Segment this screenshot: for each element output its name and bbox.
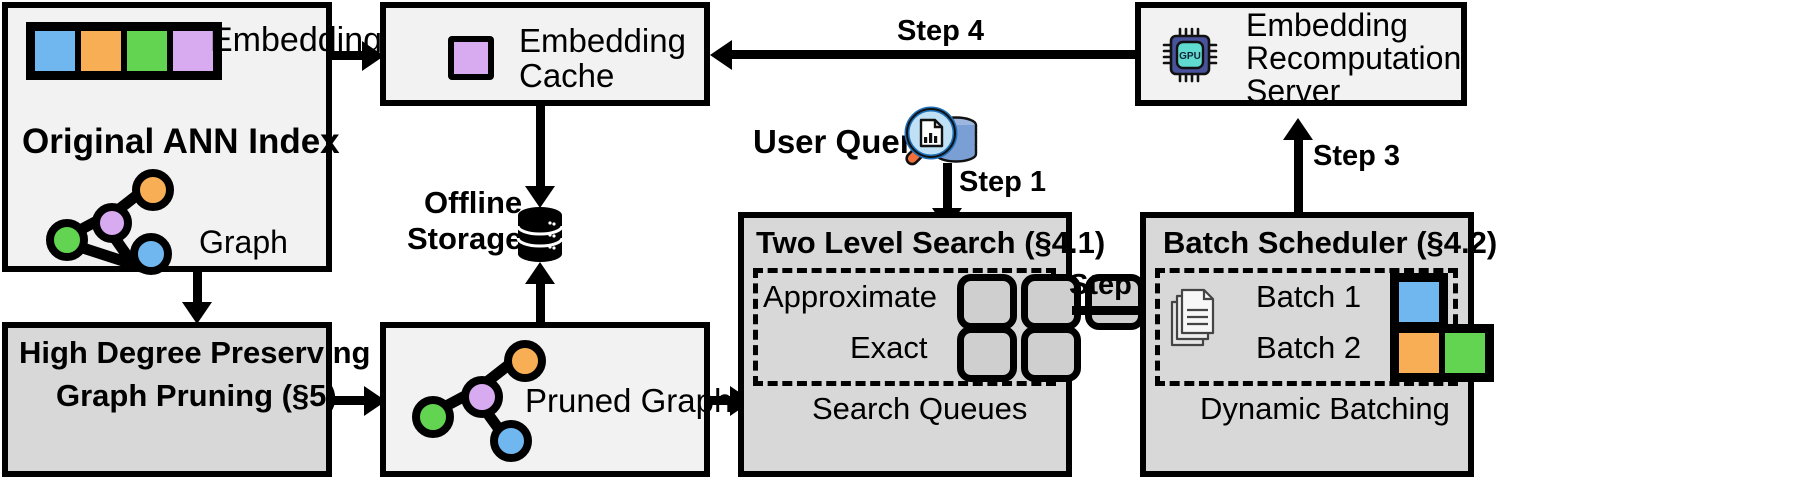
recompute-server-line2: Recomputation	[1246, 40, 1462, 76]
arrow-index-to-cache-line	[332, 51, 366, 60]
pruned-graph-label: Pruned Graph	[525, 382, 733, 419]
batch1-swatch-row	[1390, 273, 1448, 331]
search-row-approximate-label: Approximate	[763, 279, 938, 314]
arrow-index-to-pruning-line	[193, 272, 202, 306]
arrow-step4-head	[710, 40, 732, 70]
step4-label: Step 4	[897, 15, 985, 47]
arrow-step4-line	[730, 50, 1135, 59]
pruned-node-blue	[490, 420, 532, 462]
original-graph-figure	[40, 165, 190, 275]
arrow-pruning-to-pruned-line	[332, 396, 368, 405]
documents-icon	[1169, 288, 1219, 350]
embedding-swatch-green	[124, 28, 170, 74]
recompute-server-line3: Server	[1246, 73, 1341, 109]
search-row-approximate-slots	[957, 274, 1145, 330]
graph-label: Graph	[199, 224, 288, 260]
query-search-database-icon	[903, 104, 981, 174]
pruned-node-orange	[504, 340, 546, 382]
step1-label: Step 1	[959, 166, 1047, 198]
recompute-server-line1: Embedding	[1246, 7, 1408, 43]
batch2-swatch-orange	[1396, 330, 1442, 376]
recompute-server-box	[1135, 2, 1467, 106]
queue-slot[interactable]	[1021, 326, 1081, 382]
queue-slot[interactable]	[957, 326, 1017, 382]
search-queues-footer: Search Queues	[812, 391, 1028, 426]
embedding-swatch-row	[26, 22, 222, 80]
arrow-step3-head	[1283, 118, 1313, 140]
step3-label: Step 3	[1313, 140, 1401, 172]
batch-scheduler-title: Batch Scheduler (§4.2)	[1163, 225, 1498, 260]
dynamic-batching-footer: Dynamic Batching	[1200, 391, 1450, 426]
batch2-swatch-green	[1442, 330, 1488, 376]
original-ann-index-title: Original ANN Index	[22, 122, 340, 161]
search-row-exact-label: Exact	[850, 330, 928, 365]
arrow-step3-line	[1294, 130, 1303, 212]
batch2-label: Batch 2	[1256, 330, 1362, 365]
arrow-cache-to-storage-head	[525, 186, 555, 208]
embedding-swatch-purple	[170, 28, 216, 74]
graph-pruning-line2: Graph Pruning (§5)	[56, 378, 337, 413]
pruned-node-purple	[461, 376, 503, 418]
gpu-icon-text: GPU	[1179, 51, 1201, 62]
database-icon	[516, 206, 564, 262]
batch1-swatch-blue	[1396, 279, 1442, 325]
gpu-chip-icon: GPU	[1162, 27, 1218, 83]
embedding-swatch-blue	[32, 28, 78, 74]
arrow-step1-line	[943, 163, 952, 213]
original-graph-node-green	[46, 219, 88, 261]
search-row-exact-slots	[957, 326, 1081, 382]
embedding-cache-box	[380, 2, 710, 106]
original-graph-node-purple	[92, 203, 132, 243]
queue-slot[interactable]	[957, 274, 1017, 330]
arrow-step2-line	[1072, 306, 1144, 315]
embedding-cache-line1: Embedding	[519, 22, 686, 59]
arrow-pruned-to-search-line	[710, 396, 736, 405]
batch1-label: Batch 1	[1256, 279, 1362, 314]
embedding-swatch-orange	[78, 28, 124, 74]
queue-slot[interactable]	[1021, 274, 1081, 330]
original-graph-node-orange	[132, 169, 174, 211]
arrow-pruned-to-storage-head	[525, 262, 555, 284]
pruned-node-green	[412, 396, 454, 438]
batch2-swatch-row	[1390, 324, 1494, 382]
two-level-search-title: Two Level Search (§4.1)	[756, 225, 1106, 260]
arrow-index-to-cache-head	[362, 41, 384, 71]
pruned-graph-figure	[404, 334, 554, 464]
offline-storage-line1: Offline	[424, 185, 523, 220]
arrow-cache-to-storage-line	[536, 106, 545, 191]
arrow-index-to-pruning-head	[182, 302, 212, 324]
embedding-cache-chip-icon	[448, 36, 494, 80]
original-graph-node-blue	[130, 233, 172, 275]
embedding-cache-line2: Cache	[519, 57, 615, 94]
graph-pruning-box	[2, 322, 332, 477]
graph-pruning-line1: High Degree Preserving	[19, 335, 371, 370]
arrow-pruned-to-storage-line	[536, 275, 545, 322]
offline-storage-line2: Storage	[407, 221, 523, 256]
